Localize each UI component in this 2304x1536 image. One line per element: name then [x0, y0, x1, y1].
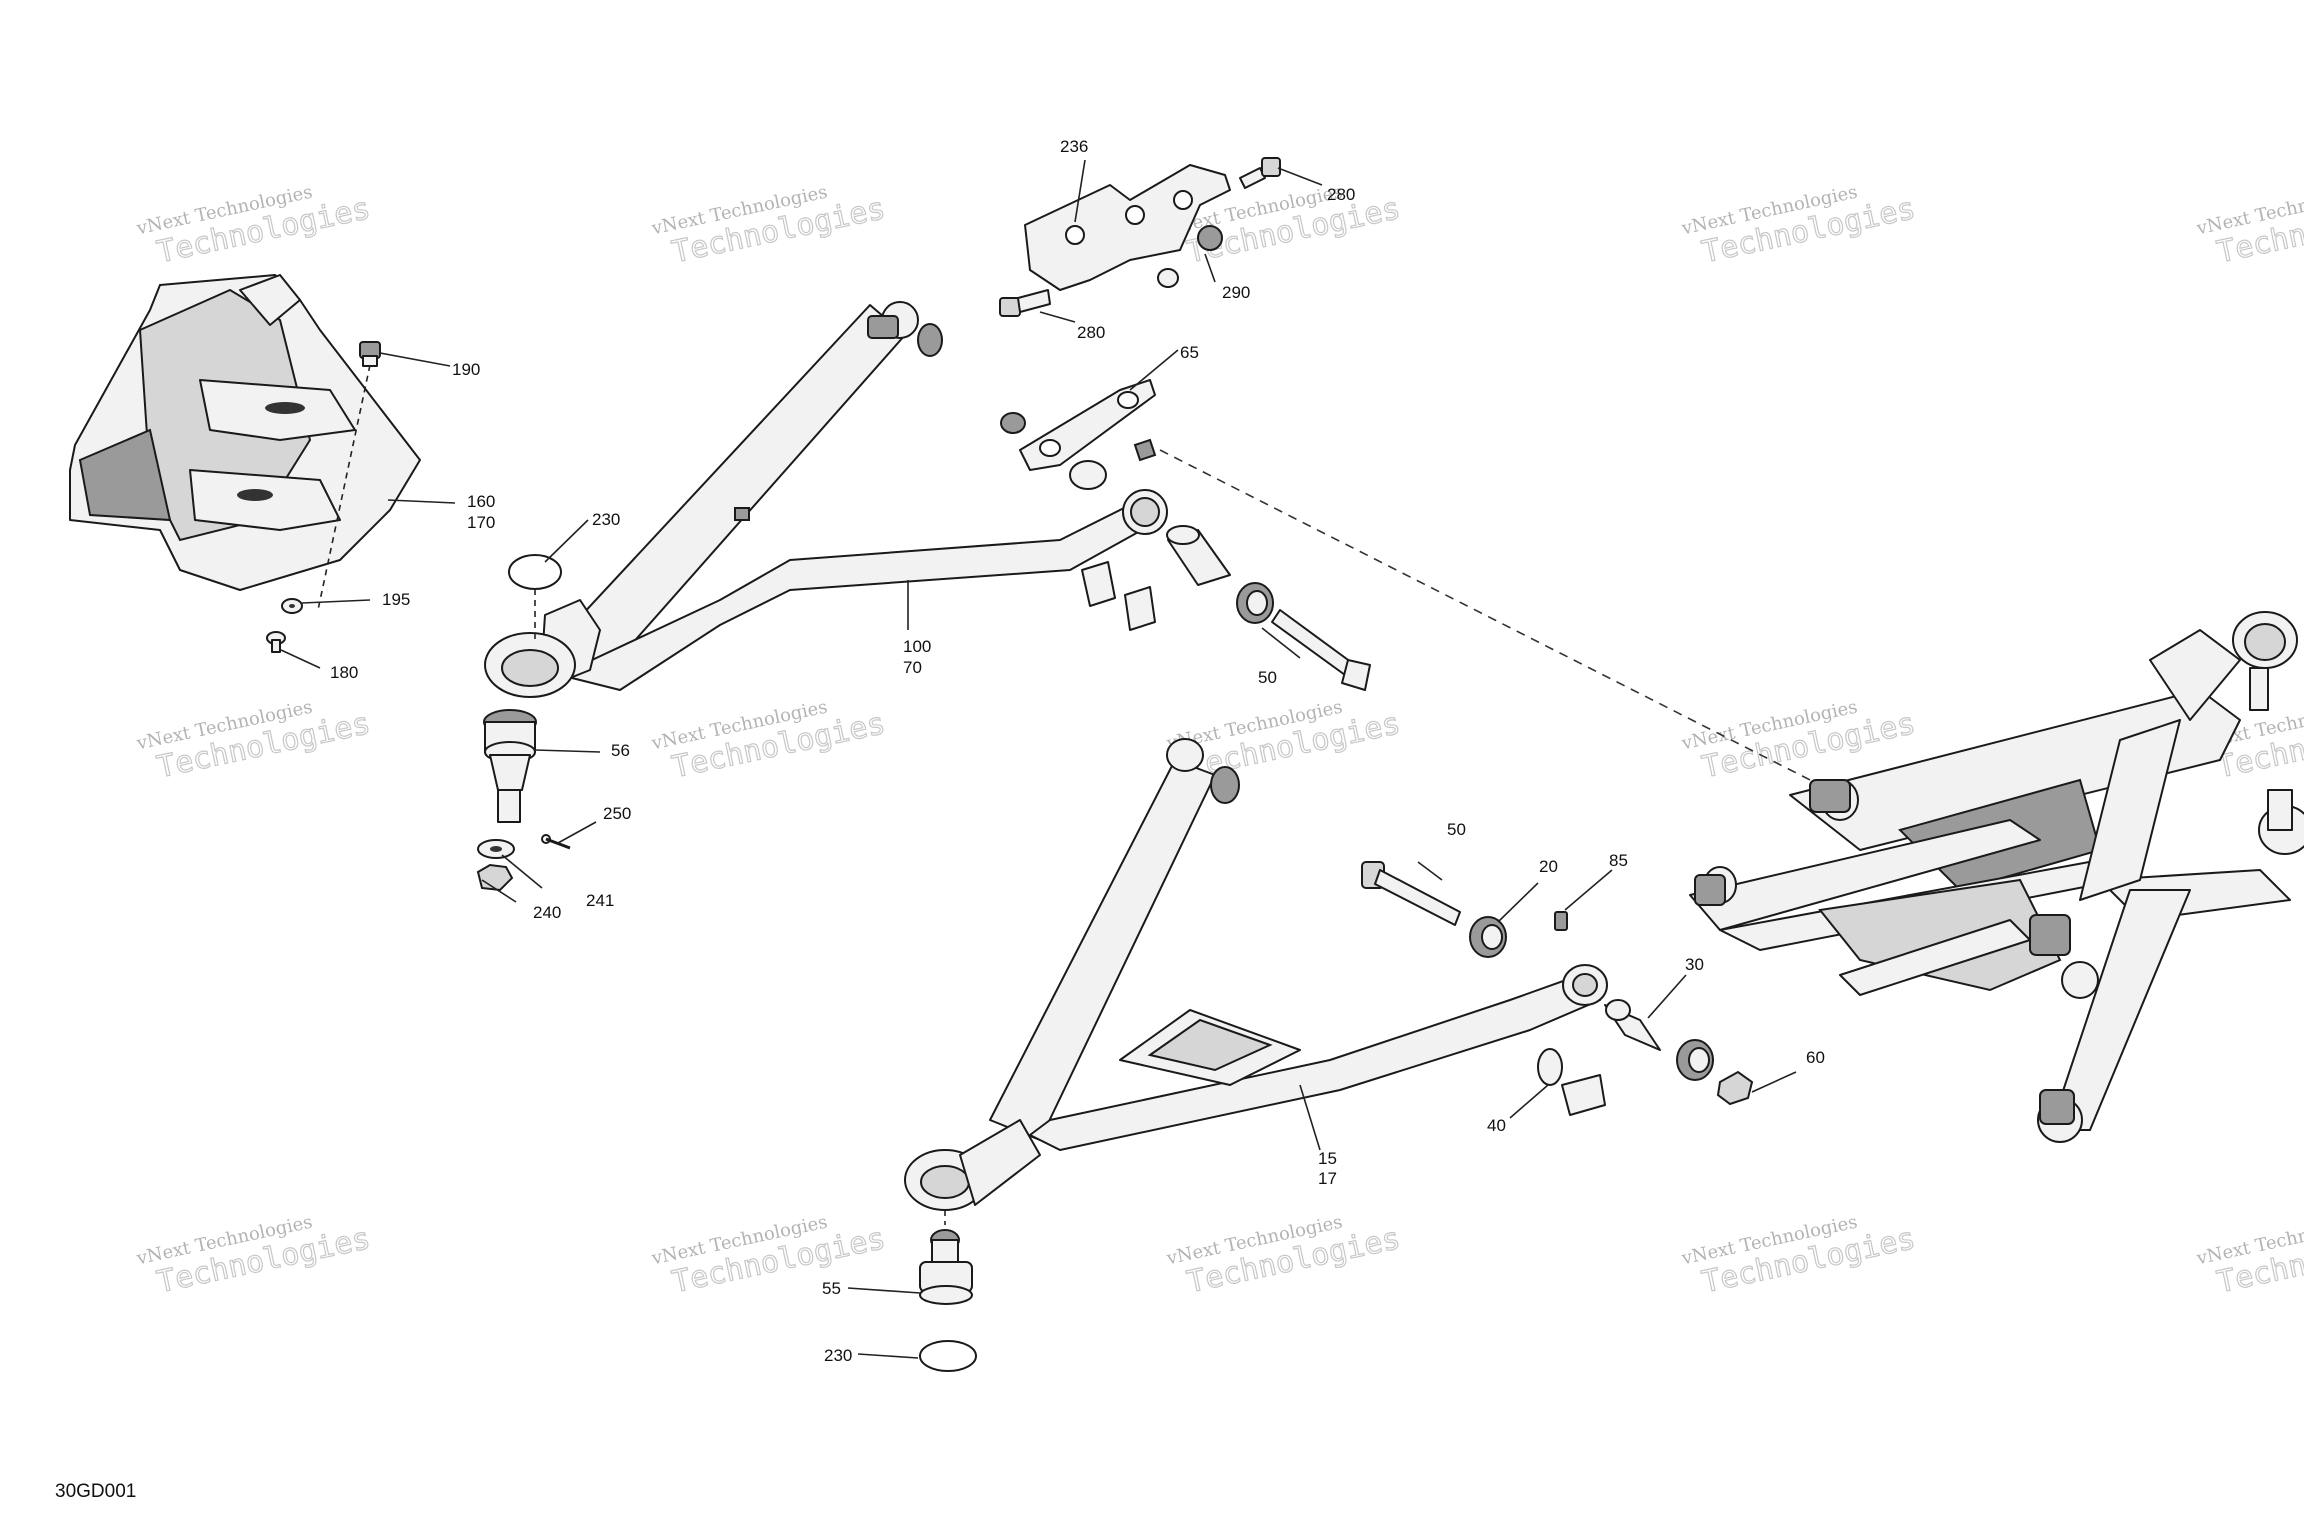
- nut-290-part: [1157, 225, 1223, 288]
- upper-a-arm-part: [484, 301, 1168, 698]
- ball-joint-56-part: [483, 709, 537, 823]
- bracket-236-part: [1024, 164, 1231, 291]
- bolt-50-lower-part: [1361, 861, 1461, 926]
- callout-250: 250: [603, 804, 631, 823]
- callout-240: 240: [533, 903, 561, 922]
- bushing-sleeve-upper-part: [1236, 582, 1274, 624]
- callout-160: 160: [467, 492, 495, 511]
- retaining-ring-230-upper-part: [508, 554, 562, 590]
- cotter-pin-250-part: [541, 834, 571, 850]
- skid-plate-part: [69, 274, 421, 591]
- callout-50-lower: 50: [1447, 820, 1466, 839]
- assembled-suspension-view: [1689, 611, 2304, 1143]
- bushing-20-part: [1469, 916, 1507, 958]
- callout-236: 236: [1060, 137, 1088, 156]
- callout-195: 195: [382, 590, 410, 609]
- callout-15: 15: [1318, 1149, 1337, 1168]
- bushing-lower-right-part: [1676, 1039, 1714, 1081]
- callout-280-top: 280: [1327, 185, 1355, 204]
- callout-100: 100: [903, 637, 931, 656]
- sleeve-30-part: [1604, 999, 1661, 1051]
- callout-170: 170: [467, 513, 495, 532]
- washer-195-part: [281, 598, 303, 614]
- callout-55: 55: [822, 1279, 841, 1298]
- callout-17: 17: [1318, 1169, 1337, 1188]
- bolt-280-top-part: [1239, 157, 1281, 189]
- callout-230-upper: 230: [592, 510, 620, 529]
- bolt-50-upper-part: [1271, 609, 1371, 691]
- lower-a-arm-part: [904, 738, 1608, 1211]
- callout-30: 30: [1685, 955, 1704, 974]
- washer-241-part: [477, 839, 515, 859]
- washer-40-part: [1537, 1048, 1606, 1116]
- nut-240-part: [476, 863, 514, 892]
- bolt-280-left-part: [999, 289, 1051, 317]
- callout-85: 85: [1609, 851, 1628, 870]
- callout-40: 40: [1487, 1116, 1506, 1135]
- callout-190: 190: [452, 360, 480, 379]
- callout-65: 65: [1180, 343, 1199, 362]
- washer-pair-upper-part: [1081, 561, 1156, 631]
- ball-joint-55-part: [919, 1229, 973, 1305]
- callout-290: 290: [1222, 283, 1250, 302]
- plate-65-part: [1000, 379, 1157, 490]
- callout-60: 60: [1806, 1048, 1825, 1067]
- figure-code: 30GD001: [55, 1481, 136, 1502]
- callout-180: 180: [330, 663, 358, 682]
- callout-56: 56: [611, 741, 630, 760]
- bushing-upper-part: [1166, 525, 1231, 586]
- callout-labels: 236 280 280 290 65 190 160 170 230 195 1…: [330, 137, 1825, 1365]
- callout-50-upper: 50: [1258, 668, 1277, 687]
- screw-180-part: [266, 631, 286, 653]
- retaining-ring-230-lower-part: [919, 1340, 977, 1372]
- nut-60-part: [1716, 1070, 1754, 1106]
- callout-230-lower: 230: [824, 1346, 852, 1365]
- bolt-190-part: [359, 341, 381, 367]
- callout-280-left: 280: [1077, 323, 1105, 342]
- callout-70: 70: [903, 658, 922, 677]
- grease-fitting-85-part: [1554, 911, 1568, 931]
- callout-20: 20: [1539, 857, 1558, 876]
- callout-241: 241: [586, 891, 614, 910]
- leader-lines: [280, 159, 1797, 1359]
